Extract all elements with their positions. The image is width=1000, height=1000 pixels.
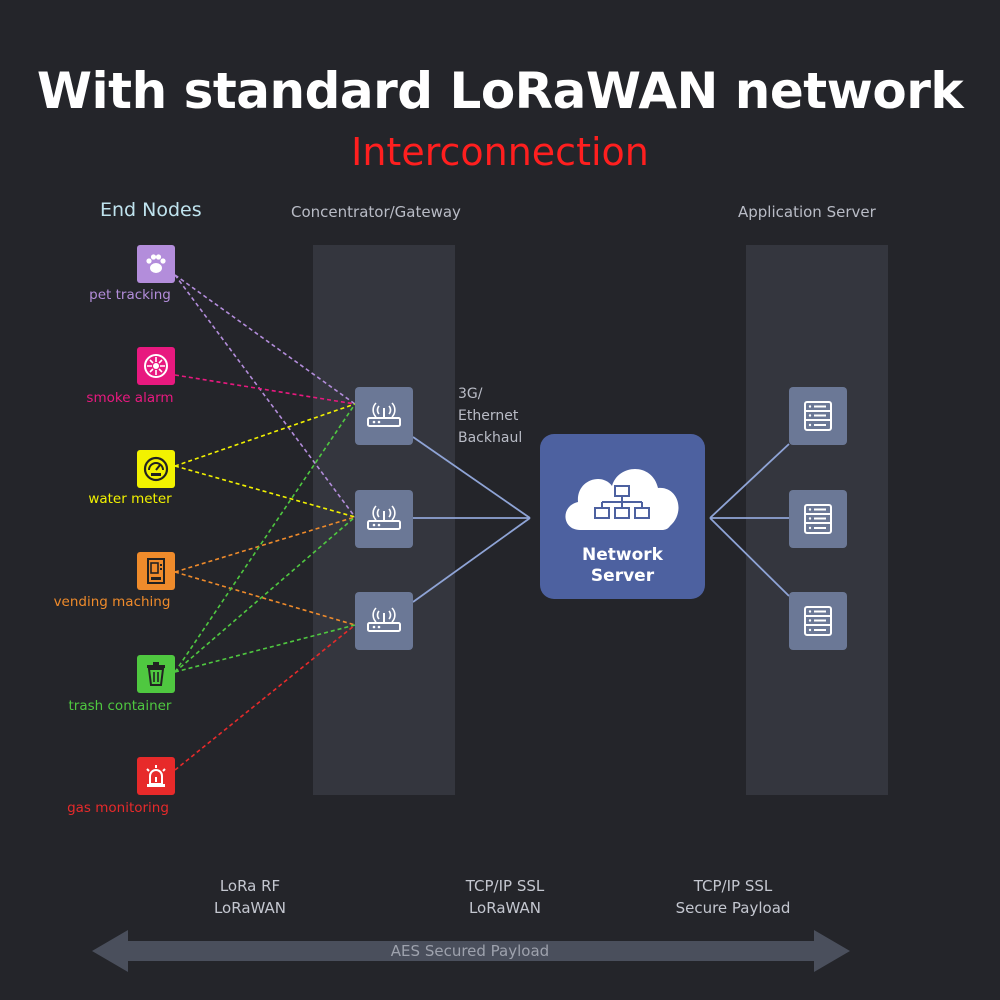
- protocol-lora-rf: LoRa RF LoRaWAN: [213, 877, 287, 917]
- node-label-trash-container: trash container: [68, 698, 172, 714]
- cloud-network-icon: [565, 469, 679, 530]
- page-subtitle: Interconnection: [351, 130, 649, 174]
- node-label-vending-maching: vending maching: [53, 594, 171, 610]
- meter-gauge-icon: [137, 450, 175, 488]
- node-label-smoke-alarm: smoke alarm: [86, 390, 174, 406]
- gateway-antenna-icon: [367, 505, 401, 530]
- node-link-4-2: [174, 624, 356, 673]
- aes-secured-payload-label: AES Secured Payload: [390, 942, 550, 960]
- node-link-4-0: [174, 403, 356, 673]
- node-link-1-0: [174, 374, 356, 405]
- gateway-antenna-icon: [367, 402, 401, 427]
- server-icon: [804, 401, 832, 431]
- node-label-gas-monitoring: gas monitoring: [67, 800, 169, 816]
- node-link-3-1: [174, 516, 356, 573]
- app-server-2: [789, 490, 847, 548]
- backhaul-link-0: [412, 436, 531, 519]
- backhaul-link-2: [412, 517, 531, 603]
- page-title: With standard LoRaWAN network: [36, 62, 964, 120]
- app-server-1: [789, 387, 847, 445]
- server-icon: [804, 504, 832, 534]
- node-link-3-2: [174, 571, 356, 626]
- node-link-0-1: [174, 274, 356, 518]
- protocol-tcpip-lorawan: TCP/IP SSL LoRaWAN: [465, 877, 545, 917]
- gateway-2: [355, 490, 413, 548]
- protocol-tcpip-secure: TCP/IP SSL Secure Payload: [675, 877, 791, 917]
- server-icon: [804, 606, 832, 636]
- app-link-0: [709, 443, 790, 519]
- alarm-siren-icon: [137, 757, 175, 795]
- backhaul-label: 3G/ Ethernet Backhaul: [458, 386, 523, 446]
- node-link-4-1: [174, 516, 356, 673]
- app-server-3: [789, 592, 847, 650]
- gateway-heading: Concentrator/Gateway: [291, 203, 461, 221]
- node-link-5-2: [174, 624, 356, 771]
- node-link-2-0: [174, 403, 356, 467]
- gateway-3: [355, 592, 413, 650]
- network-server-label: Network Server: [582, 545, 663, 586]
- node-label-water-meter: water meter: [88, 491, 172, 507]
- app-server-heading: Application Server: [738, 203, 876, 221]
- node-link-0-0: [174, 274, 356, 405]
- node-label-pet-tracking: pet tracking: [89, 287, 171, 303]
- gateway-1: [355, 387, 413, 445]
- gateway-antenna-icon: [367, 607, 401, 632]
- trash-can-icon: [137, 655, 175, 693]
- paw-icon: [137, 245, 175, 283]
- network-server: [540, 434, 705, 599]
- smoke-detector-icon: [137, 347, 175, 385]
- app-link-2: [709, 517, 790, 597]
- node-link-2-1: [174, 465, 356, 518]
- end-nodes-heading: End Nodes: [100, 199, 202, 221]
- vending-machine-icon: [137, 552, 175, 590]
